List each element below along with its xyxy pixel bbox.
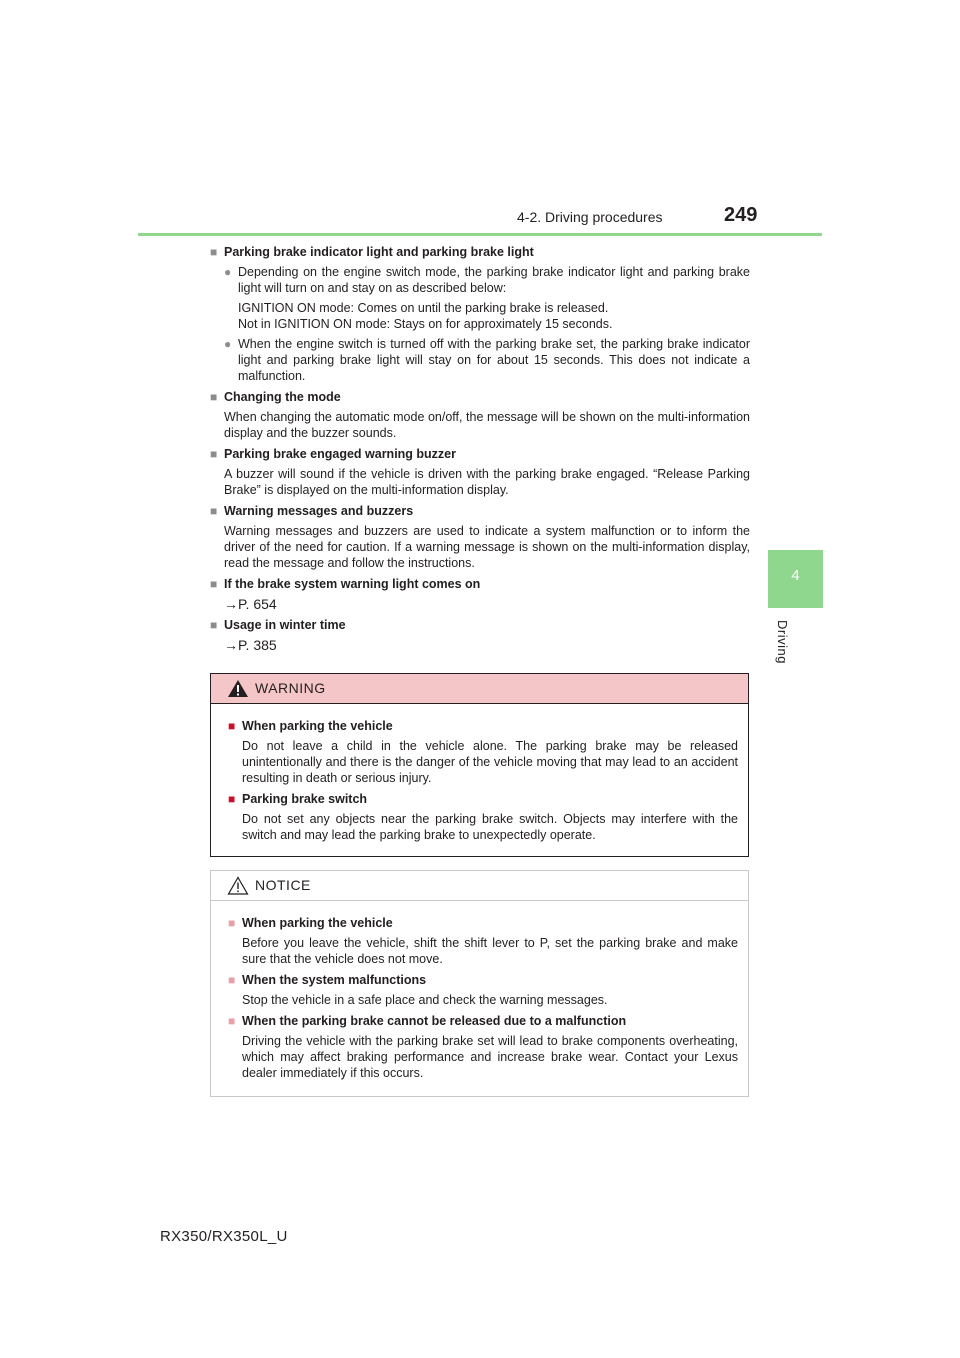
- section-text: When changing the automatic mode on/off,…: [224, 410, 750, 440]
- notice-item-title: When parking the vehicle: [242, 916, 393, 930]
- notice-item: ■ When the system malfunctions Stop the v…: [228, 972, 738, 1008]
- notice-header: NOTICE: [211, 871, 748, 901]
- section-indicator-light: ■ Parking brake indicator light and parki…: [210, 244, 750, 384]
- notice-item-text: Driving the vehicle with the parking bra…: [242, 1034, 738, 1080]
- footer-model-code: RX350/RX350L_U: [160, 1228, 288, 1245]
- notice-item-title: When the system malfunctions: [242, 973, 427, 987]
- square-bullet-icon: ■: [228, 973, 236, 987]
- warning-item-title: Parking brake switch: [242, 792, 368, 806]
- square-bullet-icon: ■: [228, 792, 236, 806]
- section-title: Changing the mode: [224, 390, 341, 404]
- section-title: Usage in winter time: [224, 618, 346, 632]
- notice-item-title: When the parking brake cannot be release…: [242, 1014, 627, 1028]
- notice-body: ■ When parking the vehicle Before you lea…: [211, 901, 748, 1081]
- section-winter-usage: ■ Usage in winter time →P. 385: [210, 617, 750, 653]
- warning-item-text: Do not leave a child in the vehicle alon…: [242, 739, 738, 785]
- chapter-label: Driving: [775, 620, 790, 664]
- square-bullet-icon: ■: [210, 618, 218, 632]
- warning-item-title: When parking the vehicle: [242, 719, 393, 733]
- notice-item-text: Before you leave the vehicle, shift the …: [242, 936, 738, 966]
- bullet-text: Depending on the engine switch mode, the…: [238, 265, 750, 295]
- section-title: Warning messages and buzzers: [224, 504, 414, 518]
- page-number: 249: [724, 204, 758, 226]
- circle-bullet-icon: ●: [224, 337, 232, 351]
- main-content: ■ Parking brake indicator light and parki…: [210, 244, 750, 658]
- square-bullet-icon: ■: [210, 245, 218, 259]
- sub-line: Not in IGNITION ON mode: Stays on for ap…: [238, 317, 613, 331]
- chapter-tab: 4: [768, 550, 823, 608]
- warning-title: WARNING: [255, 680, 326, 696]
- square-bullet-icon: ■: [228, 1014, 236, 1028]
- notice-item-text: Stop the vehicle in a safe place and che…: [242, 993, 608, 1007]
- page-reference-link[interactable]: →P. 385: [224, 637, 277, 653]
- square-bullet-icon: ■: [228, 916, 236, 930]
- notice-item: ■ When parking the vehicle Before you lea…: [228, 915, 738, 967]
- section-changing-mode: ■ Changing the mode When changing the aut…: [210, 389, 750, 441]
- warning-box: WARNING ■ When parking the vehicle Do not…: [210, 673, 749, 857]
- header-rule: [138, 233, 822, 236]
- section-title: Parking brake engaged warning buzzer: [224, 447, 457, 461]
- caution-triangle-icon: [227, 876, 249, 895]
- section-text: Warning messages and buzzers are used to…: [224, 524, 750, 570]
- square-bullet-icon: ■: [210, 390, 218, 404]
- section-title: Parking brake indicator light and parkin…: [224, 245, 534, 259]
- section-warning-messages: ■ Warning messages and buzzers Warning me…: [210, 503, 750, 571]
- sub-line: IGNITION ON mode: Comes on until the par…: [238, 301, 609, 315]
- header-title: 4-2. Driving procedures: [517, 209, 663, 225]
- square-bullet-icon: ■: [210, 447, 218, 461]
- warning-body: ■ When parking the vehicle Do not leave a…: [211, 704, 748, 843]
- warning-header: WARNING: [211, 674, 748, 704]
- section-text: A buzzer will sound if the vehicle is dr…: [224, 467, 750, 497]
- notice-item: ■ When the parking brake cannot be releas…: [228, 1013, 738, 1081]
- page-reference-link[interactable]: →P. 654: [224, 596, 277, 612]
- circle-bullet-icon: ●: [224, 265, 232, 279]
- warning-item: ■ When parking the vehicle Do not leave a…: [228, 718, 738, 786]
- section-title: If the brake system warning light comes …: [224, 577, 481, 591]
- notice-title: NOTICE: [255, 877, 311, 893]
- square-bullet-icon: ■: [210, 577, 218, 591]
- section-warning-buzzer: ■ Parking brake engaged warning buzzer A …: [210, 446, 750, 498]
- chapter-tab-number: 4: [791, 567, 800, 584]
- bullet-text: When the engine switch is turned off wit…: [238, 337, 750, 383]
- section-brake-warning-light: ■ If the brake system warning light comes…: [210, 576, 750, 612]
- square-bullet-icon: ■: [228, 719, 236, 733]
- warning-triangle-icon: [228, 680, 248, 697]
- warning-item: ■ Parking brake switch Do not set any obj…: [228, 791, 738, 843]
- square-bullet-icon: ■: [210, 504, 218, 518]
- warning-item-text: Do not set any objects near the parking …: [242, 812, 738, 842]
- notice-box: NOTICE ■ When parking the vehicle Before …: [210, 870, 749, 1097]
